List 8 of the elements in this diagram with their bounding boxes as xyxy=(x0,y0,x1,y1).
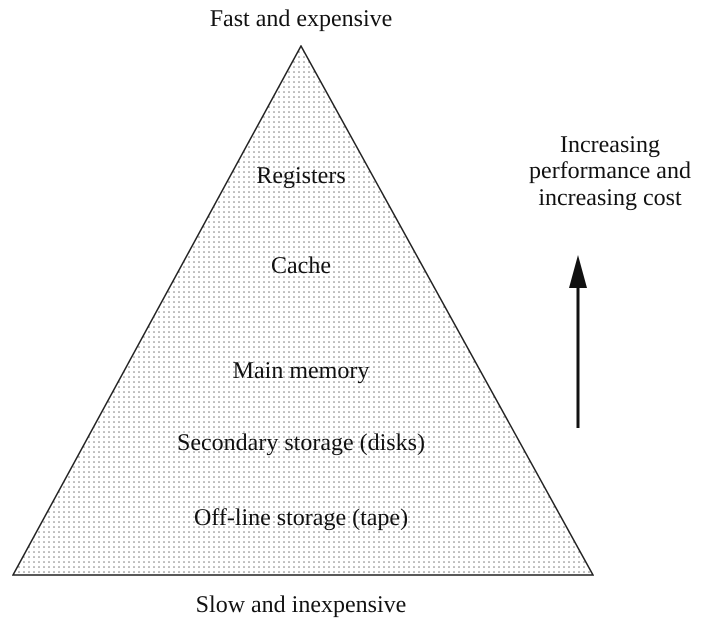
level-label: Cache xyxy=(271,253,331,280)
note-text: Increasing performance and increasing cost xyxy=(528,132,692,212)
caption-text: Slow and inexpensive xyxy=(196,592,406,618)
level-label: Registers xyxy=(256,163,346,190)
level-label: Secondary storage (disks) xyxy=(177,430,425,456)
caption-text: Fast and expensive xyxy=(210,6,392,32)
level-label: Main memory xyxy=(232,358,370,384)
level-label: Off-line storage (tape) xyxy=(194,505,408,532)
